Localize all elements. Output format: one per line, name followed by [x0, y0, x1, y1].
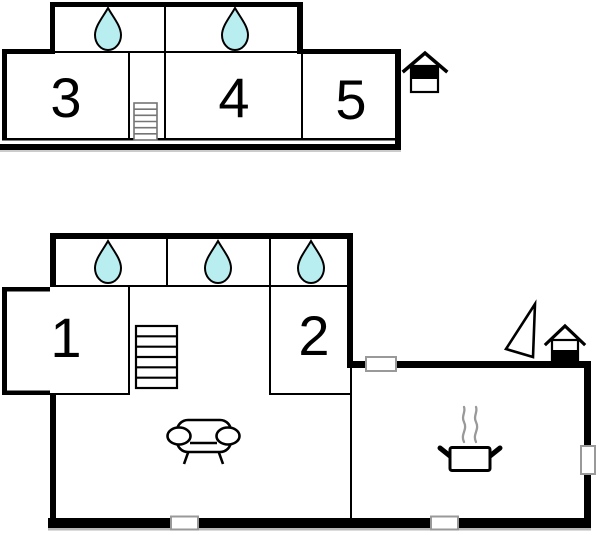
water-drop-icon	[297, 240, 325, 284]
wall	[303, 49, 401, 54]
wall-thin	[128, 287, 130, 395]
stairs-icon	[133, 102, 158, 141]
wall	[50, 233, 56, 287]
wall-thin	[50, 393, 130, 395]
room-1-label: 1	[50, 306, 81, 369]
steam	[473, 405, 479, 444]
window	[365, 356, 397, 372]
wall-thin	[301, 52, 303, 140]
wall-thin	[350, 368, 352, 518]
water-drop-icon	[94, 7, 122, 51]
wall	[2, 49, 53, 54]
wall	[2, 287, 50, 292]
window	[580, 445, 596, 475]
steam	[461, 405, 467, 444]
sofa-icon	[166, 418, 241, 465]
wall-thin	[128, 52, 130, 140]
wall	[350, 361, 591, 368]
wall	[50, 2, 303, 7]
wall	[584, 361, 591, 528]
triangle-icon	[503, 299, 537, 359]
wall	[297, 2, 303, 54]
wall-thin	[166, 239, 168, 287]
wall	[48, 518, 591, 528]
floor-baseline	[0, 144, 401, 150]
wall	[50, 393, 56, 528]
ground-floor-plan: 1 2	[2, 233, 596, 531]
upper-floor-plan: 3 4 5	[0, 2, 449, 152]
wall	[395, 49, 401, 150]
wall-thin	[55, 51, 297, 53]
wall-thin	[269, 393, 350, 395]
wall-thin	[56, 285, 347, 287]
wall-shadow	[48, 528, 591, 531]
wall	[347, 233, 353, 368]
wall	[2, 49, 7, 140]
stairs-icon	[134, 324, 179, 390]
wall-thin	[164, 52, 166, 140]
wall-thin	[2, 138, 399, 141]
water-drop-icon	[221, 7, 249, 51]
window	[430, 515, 459, 531]
wall	[2, 390, 50, 395]
room-2-label: 2	[298, 304, 329, 367]
wall	[50, 2, 55, 54]
floor-baseline-shadow	[0, 150, 401, 152]
room-3-label: 3	[50, 66, 81, 129]
wall	[50, 233, 353, 239]
water-drop-icon	[94, 240, 122, 284]
wall	[2, 287, 7, 395]
room-4-label: 4	[218, 66, 249, 129]
window	[170, 515, 199, 531]
wall-thin	[164, 5, 166, 53]
house-ground-floor-icon	[543, 323, 587, 362]
wall-thin	[269, 239, 271, 395]
water-drop-icon	[204, 240, 232, 284]
cooking-pot-icon	[437, 405, 503, 472]
room-5-label: 5	[335, 68, 366, 131]
house-upper-floor-icon	[401, 50, 449, 94]
